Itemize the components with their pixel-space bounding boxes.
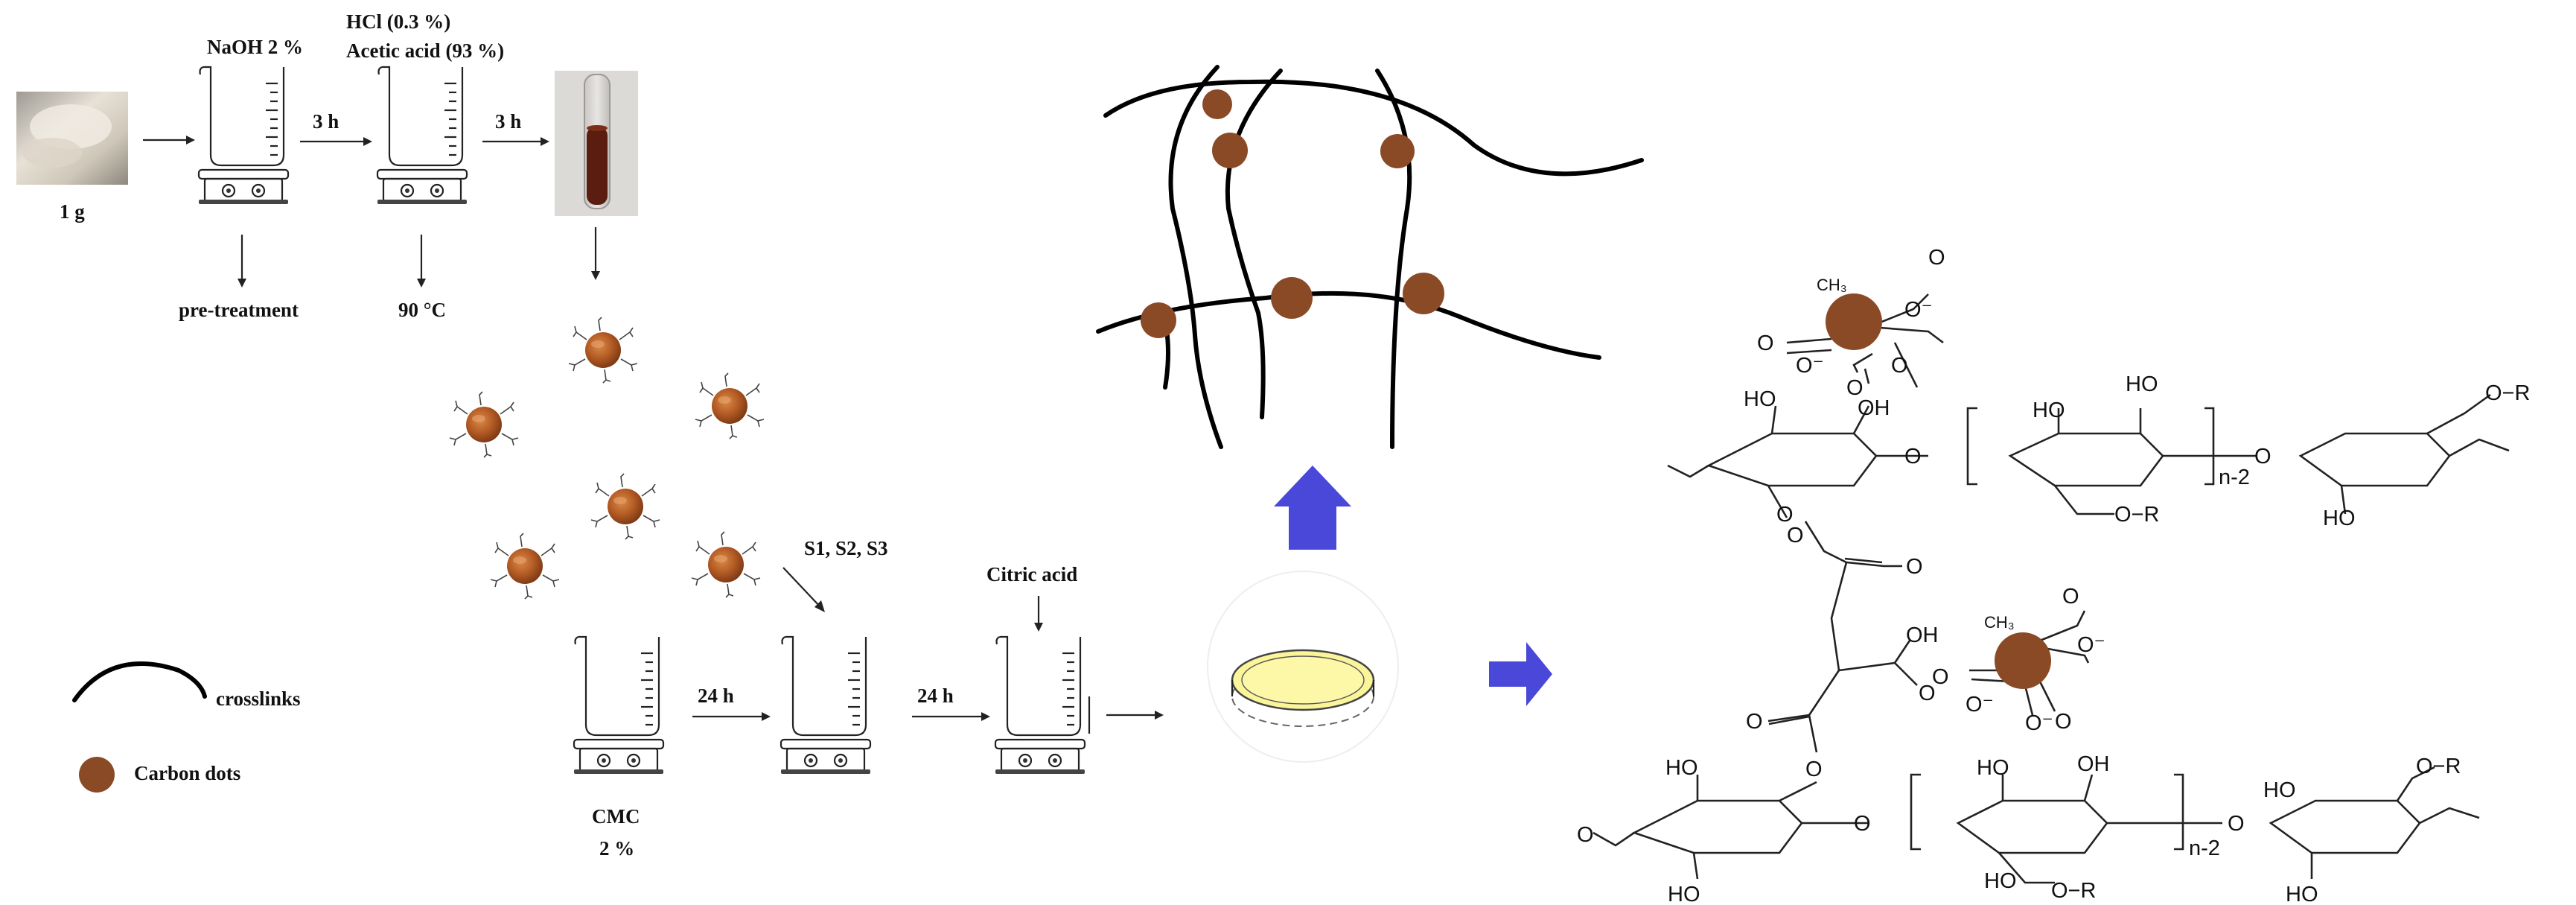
time2-label: 3 h xyxy=(495,110,521,133)
arrow-right-icon xyxy=(1489,642,1552,706)
cellulose-structure: HO OH O HO HO O−R n-2 O O−R HO O O O OH … xyxy=(1577,246,2530,905)
svg-text:O: O xyxy=(1846,376,1864,400)
svg-text:O: O xyxy=(1932,665,1949,689)
time3-label: 24 h xyxy=(698,685,734,707)
svg-text:O: O xyxy=(1891,354,1908,378)
time1-label: 3 h xyxy=(313,110,339,133)
svg-text:CH₃: CH₃ xyxy=(1817,276,1847,294)
hcl-label: HCl (0.3 %) xyxy=(346,10,450,33)
carbon-dot-icon xyxy=(490,533,560,600)
start-mass-label: 1 g xyxy=(60,200,85,223)
svg-text:HO: HO xyxy=(2126,372,2158,396)
beaker-stirrer-icon xyxy=(780,635,872,775)
svg-text:HO: HO xyxy=(1665,756,1698,780)
beaker-stirrer-icon xyxy=(376,66,468,206)
svg-text:HO: HO xyxy=(2263,778,2296,802)
pretreatment-label: pre-treatment xyxy=(179,299,299,321)
carbon-dot xyxy=(1380,134,1415,168)
svg-text:HO: HO xyxy=(2323,507,2356,530)
naoh-label: NaOH 2 % xyxy=(207,36,303,58)
svg-text:HO: HO xyxy=(1744,387,1776,411)
arrow-up-icon xyxy=(1274,466,1351,550)
svg-text:OH: OH xyxy=(2077,752,2110,776)
svg-text:O: O xyxy=(2228,812,2245,836)
beaker-stirrer-icon xyxy=(573,635,665,775)
carbon-dot-icon xyxy=(1826,293,1882,350)
crosslinks-legend-label: crosslinks xyxy=(216,688,301,710)
svg-text:HO: HO xyxy=(1668,883,1700,905)
time4-label: 24 h xyxy=(917,685,954,707)
svg-text:OH: OH xyxy=(1906,623,1939,647)
carbon-dot xyxy=(1212,133,1248,168)
carbon-dots-legend-label: Carbon dots xyxy=(134,762,240,784)
svg-text:O: O xyxy=(1746,710,1763,734)
temp-label: 90 °C xyxy=(398,299,446,321)
svg-text:O: O xyxy=(1577,823,1594,847)
svg-text:O: O xyxy=(1904,445,1922,469)
svg-text:O: O xyxy=(1928,246,1945,270)
svg-text:O: O xyxy=(1919,682,1936,705)
svg-text:n-2: n-2 xyxy=(2189,836,2220,860)
svg-text:O−R: O−R xyxy=(2416,755,2461,778)
crosslink-legend-icon xyxy=(72,661,207,702)
carbon-dot-legend-icon xyxy=(79,757,115,793)
carbon-dot-icon xyxy=(590,473,660,540)
svg-text:O−R: O−R xyxy=(2051,879,2096,903)
svg-text:HO: HO xyxy=(2033,398,2065,422)
petri-dish-icon xyxy=(1207,571,1399,763)
svg-text:O: O xyxy=(1805,758,1823,781)
svg-text:O: O xyxy=(1776,503,1794,527)
carbon-dot xyxy=(1271,277,1313,319)
cmc-conc-label: 2 % xyxy=(599,837,634,860)
citric-label: Citric acid xyxy=(986,563,1077,585)
carbon-dot xyxy=(1403,273,1444,314)
svg-text:O: O xyxy=(1854,812,1871,836)
beaker-stirrer-icon xyxy=(197,66,290,206)
carbon-dot-icon xyxy=(695,372,765,439)
samples-label: S1, S2, S3 xyxy=(804,537,888,559)
svg-text:O⁻: O⁻ xyxy=(1966,693,1994,717)
svg-text:O⁻: O⁻ xyxy=(1796,354,1824,378)
carbon-dot-icon xyxy=(691,531,761,598)
svg-text:OH: OH xyxy=(1858,396,1890,420)
carbon-dot-icon xyxy=(568,317,638,384)
svg-text:CH₃: CH₃ xyxy=(1984,613,2015,632)
acetic-label: Acetic acid (93 %) xyxy=(346,39,504,62)
svg-text:O: O xyxy=(2055,710,2072,734)
svg-text:O: O xyxy=(1757,331,1774,355)
carbon-dot xyxy=(1141,302,1176,338)
svg-text:O⁻: O⁻ xyxy=(2077,633,2105,657)
svg-text:O−R: O−R xyxy=(2114,503,2159,527)
cmc-label: CMC xyxy=(592,805,640,828)
crosslink-network xyxy=(1096,65,1644,449)
svg-text:O⁻: O⁻ xyxy=(1904,298,1933,322)
svg-text:O−R: O−R xyxy=(2485,381,2530,405)
svg-text:HO: HO xyxy=(1984,869,2017,893)
svg-text:HO: HO xyxy=(2286,883,2318,905)
svg-text:n-2: n-2 xyxy=(2219,466,2250,489)
svg-text:HO: HO xyxy=(1977,756,2009,780)
carbon-dot-icon xyxy=(449,391,519,458)
carbon-dot xyxy=(1202,89,1232,119)
carbon-dot-icon xyxy=(1995,632,2051,689)
svg-text:O: O xyxy=(2254,445,2271,469)
svg-text:O⁻: O⁻ xyxy=(2025,711,2053,735)
svg-text:O: O xyxy=(1906,555,1923,579)
svg-text:O: O xyxy=(1787,524,1804,547)
svg-text:O: O xyxy=(2062,585,2079,609)
beaker-stirrer-icon xyxy=(994,635,1086,775)
